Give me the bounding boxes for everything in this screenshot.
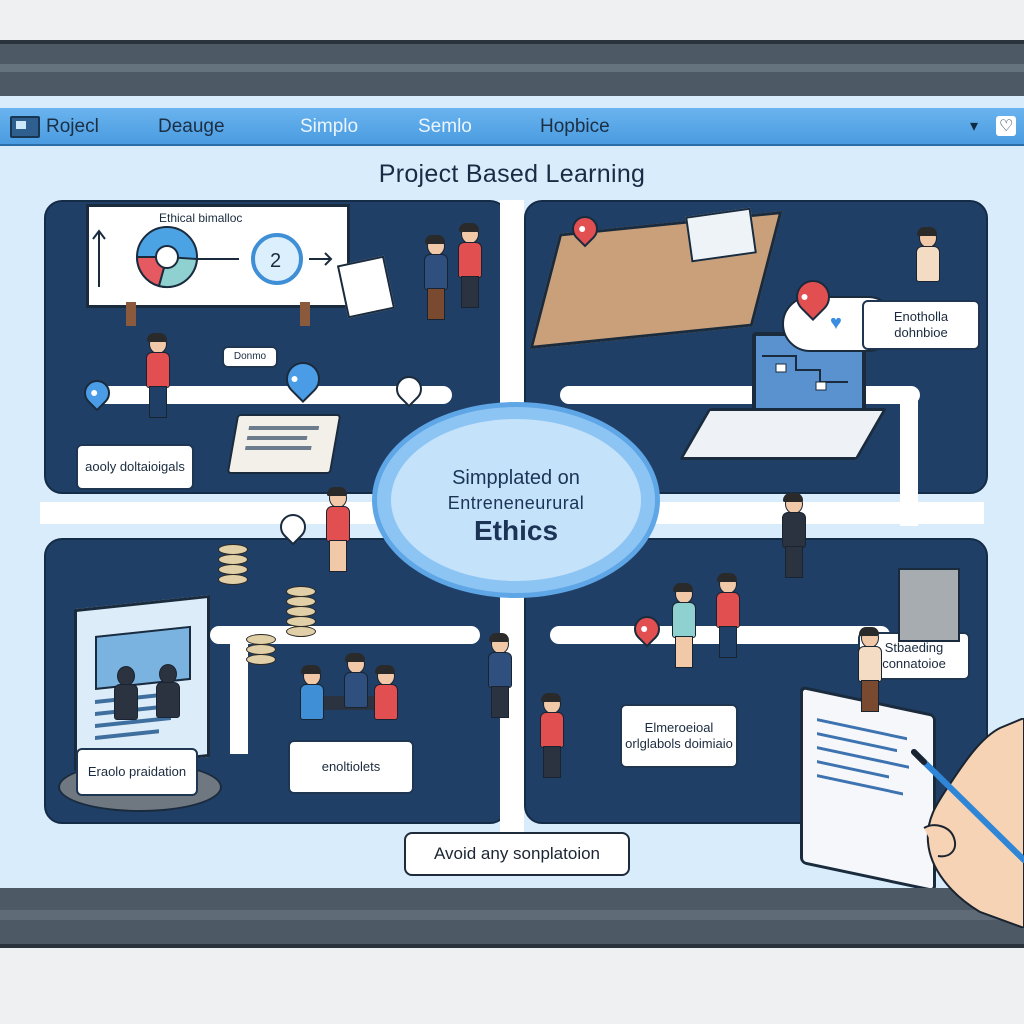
path-segment — [230, 644, 248, 754]
note-label: Donmo — [222, 346, 278, 368]
monitor-bezel-top — [0, 40, 1024, 96]
book-icon — [226, 414, 342, 474]
monitor-bezel-bottom — [0, 888, 1024, 948]
laptop-small-icon — [685, 207, 757, 263]
podium — [898, 568, 960, 642]
label-top-right: Enotholla dohnbioe — [862, 300, 980, 350]
label-bottom-center-right: Elmeroeioal orlglabols doimiaio — [620, 704, 738, 768]
cloud-heart-icon-heart: ♥ — [830, 312, 842, 334]
menubar: Rojecl Deauge Simplo Semlo Hopbice ▾ ♡ — [0, 108, 1024, 146]
laptop-keyboard — [678, 408, 888, 460]
svg-text:2: 2 — [270, 250, 281, 272]
coin-stack-icon — [286, 586, 326, 646]
menu-item-simplo[interactable]: Simplo — [300, 116, 359, 137]
whiteboard: Ethical bimalloc 2 — [86, 204, 350, 308]
path-segment — [96, 386, 452, 404]
whiteboard-stand — [126, 302, 136, 326]
dropdown-arrow-icon[interactable]: ▾ — [970, 118, 979, 135]
center-topic[interactable]: Simpplated on Entreneneurural Ethics — [372, 402, 660, 598]
favorite-icon[interactable]: ♡ — [996, 116, 1017, 136]
center-line2: Entreneneurural — [447, 493, 585, 513]
coin-stack-icon — [216, 544, 276, 674]
page-title: Project Based Learning — [378, 160, 646, 188]
presentation-screen — [74, 594, 210, 772]
screen: Rojecl Deauge Simplo Semlo Hopbice ▾ ♡ P… — [0, 96, 1024, 893]
pie-chart-icon: 2 — [92, 226, 333, 289]
whiteboard-stand — [300, 302, 310, 326]
menu-item-deauge[interactable]: Deauge — [158, 116, 225, 137]
label-bottom-left: Eraolo praidation — [76, 748, 198, 796]
hand-pen-icon — [910, 716, 1024, 930]
center-line3: Ethics — [473, 515, 559, 546]
app-window-icon[interactable] — [10, 116, 40, 138]
center-line1: Simpplated on — [452, 467, 580, 489]
path-segment — [900, 396, 918, 526]
menu-item-semlo[interactable]: Semlo — [418, 116, 472, 137]
label-left-mid: aooly doltaioigals — [76, 444, 194, 490]
whiteboard-caption: Ethical bimalloc — [159, 211, 243, 225]
path-segment — [210, 626, 480, 644]
path-segment — [560, 386, 920, 404]
label-bottom-center-left: enoltiolets — [288, 740, 414, 794]
menu-item-rojecl[interactable]: Rojecl — [46, 116, 99, 137]
menu-item-hopbice[interactable]: Hopbice — [540, 116, 610, 137]
label-bottom-center: Avoid any sonplatoion — [404, 832, 630, 876]
